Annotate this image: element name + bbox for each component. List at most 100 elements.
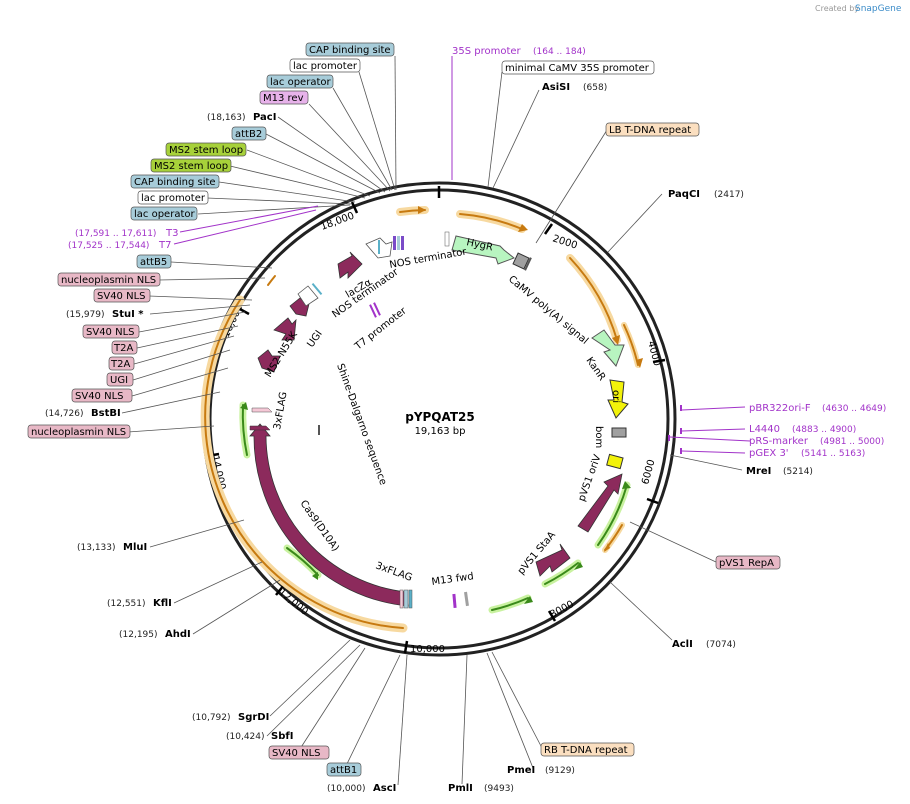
enzyme-mrei-coord: (5214) xyxy=(783,467,813,477)
label-sv40-nls-2: SV40 NLS xyxy=(86,327,135,338)
label-pvs1-repa: pVS1 RepA xyxy=(719,558,774,569)
enzyme-kfli-coord: (12,551) xyxy=(107,599,146,609)
boxed-labels: CAP binding site lac promoter lac operat… xyxy=(27,42,781,777)
label-sv40-nls-1: SV40 NLS xyxy=(97,291,146,302)
feature-t7-promoter: T7 promoter xyxy=(352,305,409,353)
primer-t7-coord: (17,525 .. 17,544) xyxy=(68,241,149,251)
restriction-enzymes: AsiSI (658) PaqCI (2417) MreI (5214) Acl… xyxy=(45,82,813,794)
feature-bom: bom xyxy=(593,426,604,448)
enzyme-acli-coord: (7074) xyxy=(706,640,736,650)
enzyme-pmei-coord: (9129) xyxy=(545,766,575,776)
primer-l4440-name: L4440 xyxy=(749,424,780,435)
label-attb1: attB1 xyxy=(330,765,357,776)
enzyme-mlui-coord: (13,133) xyxy=(77,543,116,553)
enzyme-acli-name: AclI xyxy=(672,639,693,650)
feature-pvs1-oriv: pVS1 oriV xyxy=(576,453,603,503)
primer-t3-name: T3 xyxy=(165,228,178,239)
label-nucleoplasmin-nls-2: nucleoplasmin NLS xyxy=(31,427,126,438)
primer-35s-coord: (164 .. 184) xyxy=(533,47,586,57)
primer-l4440-coord: (4883 .. 4900) xyxy=(792,425,856,435)
label-nucleoplasmin-nls-1: nucleoplasmin NLS xyxy=(61,275,156,286)
label-ugi: UGI xyxy=(110,375,128,386)
enzyme-mrei-name: MreI xyxy=(746,466,771,477)
enzyme-kfli-name: KflI xyxy=(153,598,172,609)
orf-arrowheads xyxy=(240,206,643,604)
primer-prs-name: pRS-marker xyxy=(749,436,809,447)
enzyme-sbfi-name: SbfI xyxy=(271,731,293,742)
leader-lines xyxy=(121,55,743,786)
primer-pgex-coord: (5141 .. 5163) xyxy=(801,449,865,459)
enzyme-pmli-name: PmlI xyxy=(448,783,473,794)
enzyme-paqci-coord: (2417) xyxy=(714,190,744,200)
enzyme-paci-coord: (18,163) xyxy=(207,113,246,123)
tick-label-4000: 4000 xyxy=(645,340,662,367)
enzyme-asci-name: AscI xyxy=(373,783,396,794)
feature-hygr: HygR xyxy=(465,237,493,253)
enzyme-pmli-coord: (9493) xyxy=(484,784,514,794)
enzyme-bstbi-name: BstBI xyxy=(91,408,121,419)
label-sv40-nls-3: SV40 NLS xyxy=(75,391,124,402)
feature-ugi: UGI xyxy=(305,329,324,350)
feature-m13-fwd: M13 fwd xyxy=(431,571,475,588)
feature-camv-polya: CaMV poly(A) signal xyxy=(506,274,590,347)
feature-ori: ori xyxy=(610,390,621,403)
enzyme-stui-coord: (15,979) xyxy=(66,310,105,320)
label-lac-operator-2: lac operator xyxy=(134,209,195,220)
label-ms2-stem-loop-2: MS2 stem loop xyxy=(154,161,228,172)
label-lac-operator-1: lac operator xyxy=(270,77,331,88)
label-m13-rev: M13 rev xyxy=(263,93,304,104)
enzyme-sgrdi-coord: (10,792) xyxy=(192,713,231,723)
enzyme-paqci-name: PaqCI xyxy=(668,189,700,200)
primer-t7-name: T7 xyxy=(158,240,171,251)
enzyme-sgrdi-name: SgrDI xyxy=(238,712,269,723)
label-attb2: attB2 xyxy=(235,129,262,140)
label-lac-promoter-1: lac promoter xyxy=(293,61,358,72)
enzyme-mlui-name: MluI xyxy=(123,542,147,553)
tick-label-8000: 8000 xyxy=(548,599,576,621)
primer-35s-name: 35S promoter xyxy=(452,46,522,57)
primer-pbr322-name: pBR322ori-F xyxy=(749,403,811,414)
tick-label-6000: 6000 xyxy=(640,458,657,485)
label-lb-t-dna-repeat: LB T-DNA repeat xyxy=(609,125,691,136)
primer-pbr322-coord: (4630 .. 4649) xyxy=(822,404,886,414)
label-ms2-stem-loop-1: MS2 stem loop xyxy=(169,145,243,156)
label-attb5: attB5 xyxy=(140,257,167,268)
primer-prs-coord: (4981 .. 5000) xyxy=(820,437,884,447)
enzyme-asisi-coord: (658) xyxy=(583,83,607,93)
ori-shape xyxy=(607,379,629,419)
enzyme-pmei-name: PmeI xyxy=(507,765,535,776)
created-by-text: Created by xyxy=(815,4,859,13)
pvs1-oriv-shape xyxy=(577,473,623,533)
enzyme-asci-coord: (10,000) xyxy=(327,784,366,794)
feature-shine-dalgarno: Shine-Dalgarno sequence xyxy=(334,362,388,486)
tick-label-10000: 10,000 xyxy=(410,644,445,655)
primer-t3-coord: (17,591 .. 17,611) xyxy=(75,229,156,239)
feature-3xflag-1: 3xFLAG xyxy=(374,560,414,583)
plasmid-size: 19,163 bp xyxy=(415,426,466,437)
label-t2a-1: T2A xyxy=(113,343,133,354)
enzyme-bstbi-coord: (14,726) xyxy=(45,409,84,419)
primer-lines xyxy=(173,56,751,454)
label-cap-binding-site-2: CAP binding site xyxy=(134,177,216,188)
primers: 35S promoter (164 .. 184) pBR322ori-F (4… xyxy=(68,46,886,459)
pvs1-staa-shape xyxy=(535,543,571,577)
label-t2a-2: T2A xyxy=(110,359,130,370)
feature-nos-terminator-1: NOS terminator xyxy=(389,246,469,271)
feature-shapes xyxy=(249,231,682,609)
enzyme-sbfi-coord: (10,424) xyxy=(226,732,265,742)
label-sv40-nls-4: SV40 NLS xyxy=(272,748,321,759)
enzyme-asisi-name: AsiSI xyxy=(542,82,570,93)
label-cap-binding-site-1: CAP binding site xyxy=(309,45,391,56)
kanr-shape xyxy=(591,329,625,367)
enzyme-paci-name: PacI xyxy=(253,112,276,123)
snapgene-logo: SnapGene xyxy=(855,4,902,14)
enzyme-stui-name: StuI * xyxy=(112,309,144,320)
label-lac-promoter-2: lac promoter xyxy=(141,193,206,204)
plasmid-name: pYPQAT25 xyxy=(405,410,475,424)
primer-pgex-name: pGEX 3' xyxy=(749,448,789,459)
feature-kanr: KanR xyxy=(584,355,608,382)
label-rb-t-dna-repeat: RB T-DNA repeat xyxy=(544,745,628,756)
enzyme-ahdi-coord: (12,195) xyxy=(119,630,158,640)
hygr-shape xyxy=(451,235,515,265)
